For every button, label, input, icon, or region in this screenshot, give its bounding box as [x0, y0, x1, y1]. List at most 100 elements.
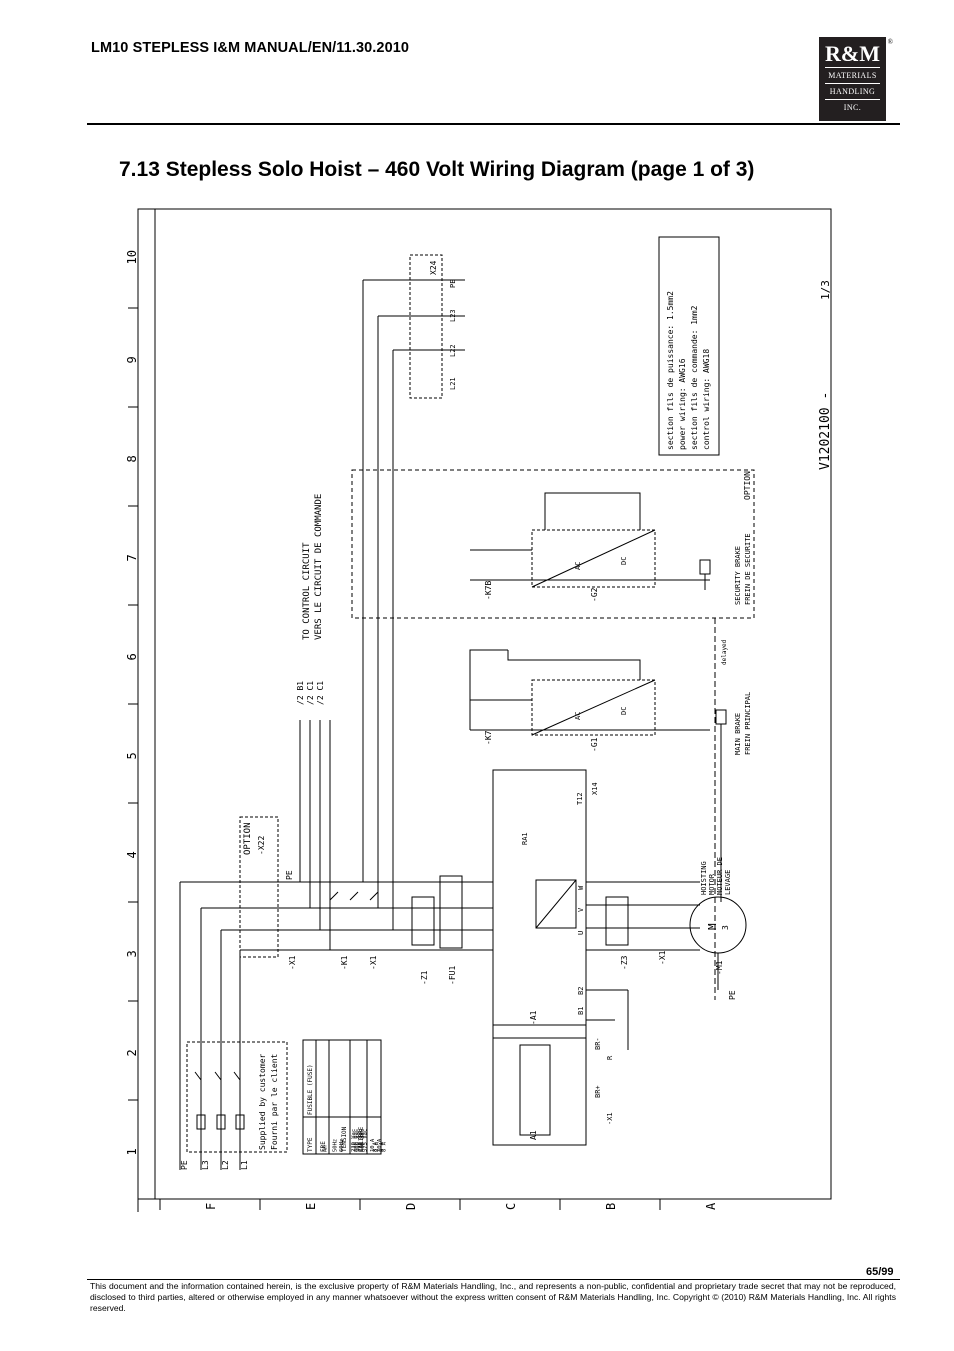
grid-column-10: 10	[125, 250, 139, 264]
label-k1: -K1	[340, 955, 349, 970]
fuse-table-cell: 8 A	[375, 1141, 381, 1152]
label-u: U	[577, 931, 585, 935]
motor-label-4: LEVAGE	[724, 870, 732, 895]
fuse-table-title: FUSIBLE (FUSE)	[307, 1064, 314, 1115]
label-x1-k1: -X1	[369, 955, 378, 970]
label-dc-g2: DC	[620, 557, 628, 565]
fuse-table-cell: 10 A	[377, 1138, 383, 1152]
label-t12: T12	[576, 792, 584, 805]
fuse-table-header: TYPE	[307, 1137, 314, 1152]
label-l23: L23	[449, 309, 457, 322]
option-label: OPTION	[743, 471, 752, 500]
grid-column-2: 2	[125, 1049, 139, 1056]
label-a1b: A1	[529, 1130, 538, 1140]
grid-column-7: 7	[125, 554, 139, 561]
document-header-title: LM10 STEPLESS I&M MANUAL/EN/11.30.2010	[91, 40, 410, 56]
grid-row-B: B	[604, 1203, 618, 1210]
header-rule	[87, 123, 900, 125]
label-z1: -Z1	[420, 970, 429, 985]
supply-en: Supplied by customer	[258, 1053, 267, 1150]
label-w: W	[577, 885, 585, 890]
label-x14: X14	[591, 782, 599, 795]
label-b1: B1	[577, 1007, 585, 1015]
logo-main: R&M	[825, 41, 880, 66]
fuse-table-cell: 230 Vac	[358, 1129, 364, 1152]
sheet-number: 1/3	[819, 280, 832, 300]
ref-b1: /2 B1	[296, 681, 305, 705]
fuse-table-cell: 10 A	[370, 1138, 376, 1152]
label-l1: L1	[240, 1160, 249, 1170]
control-circuit-en: TO CONTROL CIRCUIT	[302, 542, 312, 640]
supply-fr: Fourni par le client	[270, 1053, 279, 1150]
label-g1: -G1	[590, 737, 599, 752]
drawing-number: V1202100 -	[818, 392, 833, 470]
fuse-table-cell: 8 A	[382, 1141, 388, 1152]
fuse-table-cell: 230 Vac	[351, 1129, 357, 1152]
motor-label-2: MOTOR	[708, 873, 716, 895]
fuse-table-cell: 460 Vac	[360, 1129, 366, 1152]
label-l3: L3	[201, 1160, 210, 1170]
label-fu1: -FU1	[448, 966, 457, 985]
fuse-table-cell: 50Hz	[332, 1139, 338, 1152]
motor-phase: 3	[721, 925, 730, 930]
label-a1: -A1	[529, 1010, 538, 1025]
label-pe-x24: PE	[449, 280, 457, 288]
x24-label: X24	[429, 260, 438, 275]
label-l2: L2	[221, 1160, 230, 1170]
label-dc-g1: DC	[620, 707, 628, 715]
grid-row-A: A	[704, 1202, 718, 1210]
note-2: power wiring: AWG16	[678, 358, 687, 450]
label-z3: -Z3	[620, 955, 629, 970]
fuse-table-cell: 8 A	[372, 1141, 378, 1152]
label-b2: B2	[577, 987, 585, 995]
label-x1-supply: -X1	[288, 955, 297, 970]
fuse-table-header: CALIBRE	[358, 1126, 365, 1152]
note-4: control wiring: AWG18	[702, 349, 711, 450]
note-1: section fils de puissance: 1.5mm2	[666, 291, 675, 450]
grid-row-D: D	[404, 1203, 418, 1210]
option-label-x22: OPTION	[243, 822, 253, 855]
fuse-table-cell: 500 Vac	[356, 1129, 362, 1152]
ref-c1-b: /2 C1	[316, 681, 325, 705]
grid-column-3: 3	[125, 950, 139, 957]
label-br-plus: BR+	[594, 1085, 602, 1098]
fuse-table-header: FRE	[320, 1141, 327, 1152]
fuse-table-cell: 60Hz	[339, 1139, 345, 1152]
grid-row-F: F	[204, 1203, 218, 1210]
main-brake-en: MAIN BRAKE	[734, 713, 742, 755]
fuse-table-header: TENSION	[341, 1126, 348, 1152]
main-brake-fr: FREIN PRINCIPAL	[744, 692, 752, 755]
security-brake-fr: FREIN DE SECURITE	[744, 533, 752, 605]
motor-symbol: M	[706, 923, 719, 930]
grid-column-1: 1	[125, 1148, 139, 1155]
label-l21: L21	[449, 377, 457, 390]
label-m1: -M1	[715, 960, 724, 975]
security-brake-en: SECURITY BRAKE	[734, 546, 742, 605]
label-ac-g1: AC	[574, 712, 582, 720]
label-ra1: RA1	[521, 832, 529, 845]
label-g2: -G2	[590, 587, 599, 602]
label-v: V	[577, 907, 585, 912]
grid-row-C: C	[504, 1203, 518, 1210]
grid-column-4: 4	[125, 851, 139, 858]
grid-column-9: 9	[125, 356, 139, 363]
footer-rule	[87, 1279, 900, 1280]
label-r: R	[606, 1055, 614, 1060]
label-pe: PE	[180, 1160, 189, 1170]
fuse-table-cell: 575 Vac	[363, 1129, 369, 1152]
label-x1-motor: -X1	[658, 950, 667, 965]
motor-label-3: MOTEUR DE	[716, 857, 724, 895]
page-number: 65/99	[866, 1266, 894, 1278]
motor-label-1: HOISTING	[700, 861, 708, 895]
grid-row-E: E	[304, 1203, 318, 1210]
grid-column-5: 5	[125, 752, 139, 759]
grid-column-6: 6	[125, 653, 139, 660]
grid-column-8: 8	[125, 455, 139, 462]
fuse-table-cell: Am	[323, 1145, 329, 1152]
label-pe-motor: PE	[728, 990, 737, 1000]
label-k7: -K7	[484, 730, 493, 745]
logo-line2: HANDLING	[829, 87, 876, 96]
section-title: 7.13 Stepless Solo Hoist – 460 Volt Wiri…	[119, 158, 755, 181]
label-x1-br: -X1	[606, 1112, 614, 1125]
label-l22: L22	[449, 344, 457, 357]
